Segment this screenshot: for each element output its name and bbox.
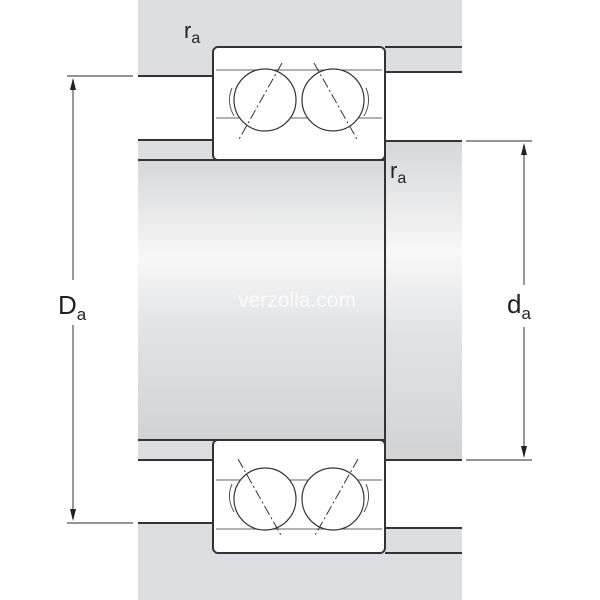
ball (301, 467, 365, 531)
shaft (138, 139, 462, 461)
housing-diameter-label: Da (58, 290, 87, 324)
dimension-line-Da (67, 75, 133, 524)
housing-edges (138, 46, 462, 554)
bearing-top (212, 46, 386, 161)
ball (233, 467, 297, 531)
fillet-radius-label-housing: ra (184, 18, 200, 47)
fillet-radius-label-shaft: ra (390, 158, 406, 187)
ball (301, 68, 365, 132)
dimension-line-da (466, 140, 532, 461)
watermark: verzolla.com (238, 289, 356, 312)
shaft-diameter-label: da (507, 289, 531, 323)
housing (138, 0, 462, 600)
bearing-bottom (212, 439, 386, 554)
ball (233, 68, 297, 132)
